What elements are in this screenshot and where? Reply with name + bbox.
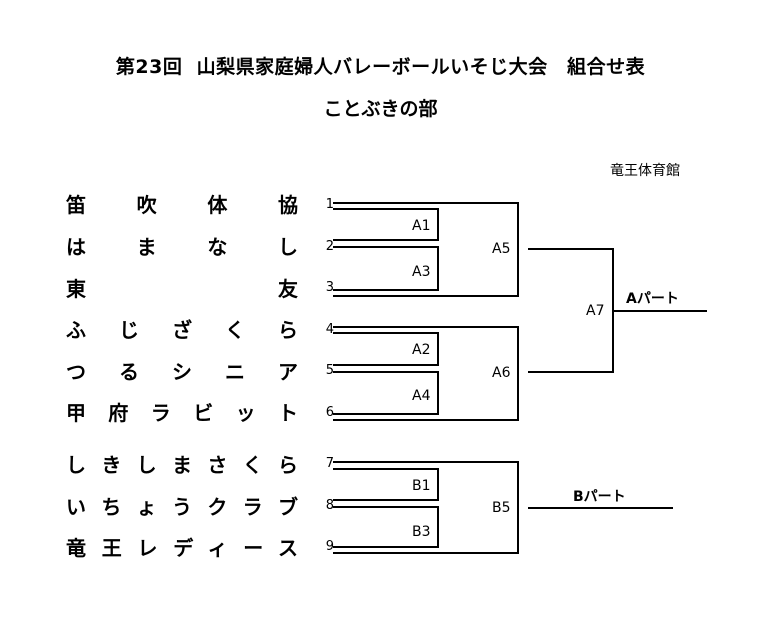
match-code-b3: B3 <box>412 524 431 540</box>
match-code-b5: B5 <box>492 500 511 516</box>
page-subtitle: ことぶきの部 <box>323 98 438 120</box>
team-name-3: 東友 <box>66 277 298 301</box>
team-name-2: はまなし <box>66 235 298 259</box>
seed-number-7: 7 <box>325 456 334 471</box>
team-name-6: 甲府ラビット <box>66 401 298 425</box>
seed-number-1: 1 <box>325 197 334 212</box>
part-label-a: Aパート <box>626 291 679 307</box>
venue-label: 竜王体育館 <box>610 163 680 179</box>
team-name-5: つるシニア <box>66 360 298 384</box>
page-title: 第23回 山梨県家庭婦人バレーボールいそじ大会 組合せ表 <box>115 56 646 78</box>
part-label-b: Bパート <box>573 489 626 505</box>
seed-number-5: 5 <box>325 363 334 378</box>
seed-number-6: 6 <box>325 405 334 420</box>
match-code-a7: A7 <box>586 303 605 319</box>
seed-number-8: 8 <box>325 498 334 513</box>
match-code-a5: A5 <box>492 241 511 257</box>
match-code-b1: B1 <box>412 478 431 494</box>
match-code-a6: A6 <box>492 365 511 381</box>
match-code-a1: A1 <box>412 218 431 234</box>
match-code-a4: A4 <box>412 388 431 404</box>
team-name-8: いちょうクラブ <box>66 495 298 519</box>
seed-number-2: 2 <box>325 239 334 254</box>
team-name-9: 竜王レディース <box>66 536 298 560</box>
team-name-4: ふじざくら <box>66 318 298 342</box>
seed-number-9: 9 <box>325 539 334 554</box>
seed-number-4: 4 <box>325 322 334 337</box>
seed-number-3: 3 <box>325 280 334 295</box>
match-code-a2: A2 <box>412 342 431 358</box>
team-name-1: 笛吹体協 <box>66 193 298 217</box>
match-code-a3: A3 <box>412 264 431 280</box>
team-name-7: しきしまさくら <box>66 453 298 477</box>
